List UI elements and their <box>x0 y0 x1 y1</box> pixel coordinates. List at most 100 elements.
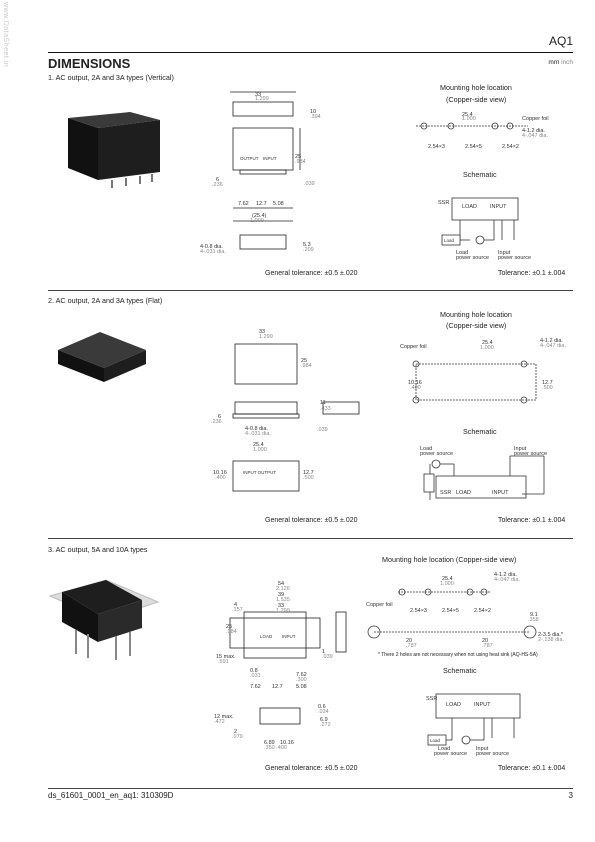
svg-text:1.299: 1.299 <box>259 334 273 340</box>
svg-text:Load: Load <box>444 238 455 243</box>
svg-text:.472: .472 <box>214 719 225 725</box>
svg-text:2.54×3: 2.54×3 <box>428 144 445 150</box>
heatsink-note: * There 2 holes are not necessary when n… <box>378 652 538 658</box>
svg-text:4-1.2 dia.: 4-1.2 dia. <box>540 338 563 344</box>
svg-text:12.7: 12.7 <box>303 470 314 476</box>
svg-text:INPUT: INPUT <box>474 702 491 708</box>
svg-text:2.54×5: 2.54×5 <box>442 608 459 614</box>
svg-text:25.4: 25.4 <box>482 340 493 346</box>
svg-text:SSR: SSR <box>440 490 451 496</box>
svg-text:Load: Load <box>430 738 441 743</box>
svg-text:10.16: 10.16 <box>408 380 422 386</box>
svg-text:1: 1 <box>322 649 325 655</box>
svg-text:.272: .272 <box>320 722 331 728</box>
svg-text:4-1.2 dia.: 4-1.2 dia. <box>494 572 517 578</box>
svg-text:1.000: 1.000 <box>250 218 264 224</box>
general-tolerance-3: General tolerance: ±0.5 ±.020 <box>265 765 358 772</box>
svg-text:Load: Load <box>438 746 450 752</box>
tolerance-3: Tolerance: ±0.1 ±.004 <box>498 765 566 772</box>
svg-text:Copper foil: Copper foil <box>400 344 427 350</box>
svg-text:10: 10 <box>310 109 316 115</box>
svg-text:6.89: 6.89 <box>264 740 275 746</box>
svg-text:12 max.: 12 max. <box>214 714 234 720</box>
svg-text:1.000: 1.000 <box>462 116 476 122</box>
schematic-title-2: Schematic <box>463 427 497 436</box>
mounting-hole-diagram-2: Copper foil 25.41.000 4-1.2 dia.4-.047 d… <box>400 338 566 404</box>
schematic-title-1: Schematic <box>463 170 497 179</box>
svg-text:12.7: 12.7 <box>272 684 283 690</box>
svg-text:15 max.: 15 max. <box>216 654 236 660</box>
svg-text:.039: .039 <box>317 427 328 433</box>
svg-text:5.08: 5.08 <box>296 684 307 690</box>
svg-text:LOAD: LOAD <box>456 490 471 496</box>
mounting-subtitle-2: (Copper-side view) <box>446 321 507 330</box>
mounting-subtitle-1: (Copper-side view) <box>446 95 507 104</box>
mounting-title-2: Mounting hole location <box>440 310 512 319</box>
page-title: DIMENSIONS <box>48 56 131 71</box>
svg-text:1.299: 1.299 <box>255 96 269 102</box>
svg-text:2.54×5: 2.54×5 <box>465 144 482 150</box>
tolerance-2: Tolerance: ±0.1 ±.004 <box>498 517 566 524</box>
svg-text:.079: .079 <box>232 734 243 740</box>
svg-text:33: 33 <box>278 603 284 609</box>
svg-text:.236: .236 <box>212 182 223 188</box>
svg-text:4-.031 dia.: 4-.031 dia. <box>245 431 271 437</box>
svg-text:25: 25 <box>226 624 232 630</box>
svg-text:.039: .039 <box>322 654 333 660</box>
product-name: AQ1 <box>548 34 573 48</box>
svg-text:OUTPUT: OUTPUT <box>240 156 259 161</box>
svg-text:33: 33 <box>255 92 261 98</box>
svg-text:power source: power source <box>514 451 547 457</box>
svg-text:power source: power source <box>476 751 509 757</box>
svg-text:power source: power source <box>498 255 531 261</box>
svg-text:7.62: 7.62 <box>296 672 307 678</box>
svg-text:.591: .591 <box>218 659 229 665</box>
svg-text:0.6: 0.6 <box>318 704 326 710</box>
svg-text:9.1: 9.1 <box>530 612 538 618</box>
section-3-heading: 3. AC output, 5A and 10A types <box>48 545 148 554</box>
svg-text:7.62: 7.62 <box>250 684 261 690</box>
mounting-title-1: Mounting hole location <box>440 83 512 92</box>
svg-text:power source: power source <box>434 751 467 757</box>
svg-text:4-0.8 dia.: 4-0.8 dia. <box>200 244 223 250</box>
svg-text:2.54×2: 2.54×2 <box>474 608 491 614</box>
svg-text:4-1.2 dia.: 4-1.2 dia. <box>522 128 545 134</box>
svg-text:39: 39 <box>278 592 284 598</box>
svg-text:.400: .400 <box>215 475 226 481</box>
svg-text:25.4: 25.4 <box>442 576 453 582</box>
unit-mm: mm <box>548 59 560 66</box>
section-1-heading: 1. AC output, 2A and 3A types (Vertical) <box>48 73 174 82</box>
svg-text:20: 20 <box>482 638 488 644</box>
svg-text:power source: power source <box>456 255 489 261</box>
svg-text:4-.047 dia.: 4-.047 dia. <box>494 577 520 583</box>
svg-text:.984: .984 <box>226 629 237 635</box>
svg-text:6: 6 <box>218 414 221 420</box>
svg-text:INPUT: INPUT <box>492 490 509 496</box>
header-rule <box>48 52 573 53</box>
svg-text:6: 6 <box>216 177 219 183</box>
svg-text:1.000: 1.000 <box>480 345 494 351</box>
tolerance-1: Tolerance: ±0.1 ±.004 <box>498 270 566 277</box>
svg-text:10.16: 10.16 <box>213 470 227 476</box>
svg-text:5.08: 5.08 <box>273 201 284 207</box>
watermark: www.DataSheet.in <box>2 2 9 68</box>
drawing-heatsink: 542.126 391.535 331.299 4.157 25.984 LOA… <box>214 581 347 751</box>
svg-text:2.54×2: 2.54×2 <box>502 144 519 150</box>
drawing-flat: 331.299 25.984 11.433 6.236 4-0.8 dia.4-… <box>211 329 360 492</box>
svg-text:1.535: 1.535 <box>276 597 290 603</box>
svg-text:(25.4): (25.4) <box>252 213 267 219</box>
general-tolerance-1: General tolerance: ±0.5 ±.020 <box>265 270 358 277</box>
svg-text:25.4: 25.4 <box>462 112 473 118</box>
svg-text:20: 20 <box>406 638 412 644</box>
mounting-title-3: Mounting hole location (Copper-side view… <box>382 555 517 564</box>
svg-text:1.000: 1.000 <box>253 447 267 453</box>
svg-text:Load: Load <box>420 446 432 452</box>
svg-text:12.7: 12.7 <box>256 201 267 207</box>
svg-text:INPUT: INPUT <box>263 156 277 161</box>
svg-text:INPUT: INPUT <box>282 634 296 639</box>
svg-text:Input: Input <box>476 746 489 752</box>
svg-text:.984: .984 <box>295 159 306 165</box>
svg-text:.157: .157 <box>232 607 243 613</box>
